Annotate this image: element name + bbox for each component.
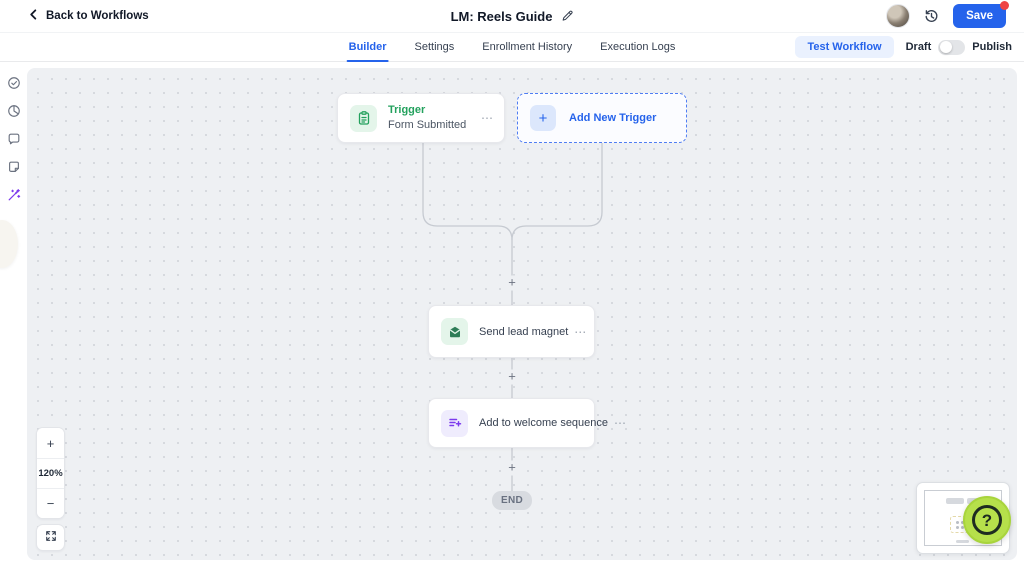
tab-enrollment-history[interactable]: Enrollment History [482, 41, 573, 53]
chevron-left-icon [28, 7, 39, 25]
expand-arrows-icon [45, 529, 57, 547]
send-lead-magnet-node[interactable]: Send lead magnet ⋯ [428, 305, 595, 358]
trigger-menu-ellipsis[interactable]: ⋯ [481, 111, 494, 125]
left-icon-rail [0, 62, 27, 568]
zoom-in-button[interactable]: + [37, 428, 64, 458]
add-step-plus-2[interactable]: + [504, 369, 520, 385]
back-label: Back to Workflows [46, 10, 149, 22]
test-workflow-button[interactable]: Test Workflow [795, 36, 894, 58]
zoom-out-button[interactable]: − [37, 488, 64, 518]
welcome-sequence-node[interactable]: Add to welcome sequence ⋯ [428, 398, 626, 448]
end-node: END [491, 491, 533, 510]
open-envelope-icon [441, 318, 468, 345]
user-avatar[interactable] [886, 4, 911, 28]
edit-title-pencil-icon[interactable] [561, 10, 573, 22]
trigger-subtitle: Form Submitted [388, 119, 467, 131]
add-step-plus-1[interactable]: + [504, 275, 520, 291]
welcome-sequence-label: Add to welcome sequence [479, 417, 609, 429]
tab-settings[interactable]: Settings [414, 41, 455, 53]
sticky-note-icon[interactable] [7, 160, 21, 174]
trigger-node[interactable]: Trigger Form Submitted ⋯ [337, 93, 505, 143]
tabs: Builder Settings Enrollment History Exec… [335, 33, 690, 62]
zoom-level: 120% [37, 458, 64, 488]
pie-chart-icon[interactable] [7, 104, 21, 118]
publish-label: Publish [972, 41, 1012, 53]
version-history-icon[interactable] [923, 8, 940, 25]
form-clipboard-icon [350, 104, 377, 132]
send-lead-magnet-label: Send lead magnet [479, 325, 569, 338]
list-plus-icon [441, 409, 468, 437]
panel-handle[interactable] [0, 220, 18, 268]
builder-main: Trigger Form Submitted ⋯ + Add New Trigg… [0, 62, 1024, 568]
back-to-workflows-button[interactable]: Back to Workflows [28, 7, 149, 25]
zoom-panel: + 120% − [36, 427, 65, 519]
app-header: Back to Workflows LM: Reels Guide Save [0, 0, 1024, 33]
minimap-node [956, 540, 969, 543]
tab-builder[interactable]: Builder [335, 33, 401, 62]
help-button[interactable]: ? [963, 496, 1011, 544]
question-mark-icon: ? [972, 505, 1002, 535]
check-circle-icon[interactable] [7, 76, 21, 90]
save-button[interactable]: Save [953, 1, 1009, 28]
add-new-trigger-label: Add New Trigger [569, 112, 657, 124]
workflow-tabbar: Builder Settings Enrollment History Exec… [0, 33, 1024, 62]
page-title: LM: Reels Guide [450, 8, 553, 24]
send-lead-magnet-menu-ellipsis[interactable]: ⋯ [574, 324, 588, 339]
minimap-node [946, 498, 964, 504]
trigger-title: Trigger [388, 104, 426, 117]
toggle-knob [939, 41, 952, 53]
plus-icon: + [530, 105, 556, 131]
unsaved-changes-dot [1000, 1, 1009, 10]
publish-toggle[interactable] [938, 39, 966, 55]
fit-view-button[interactable] [36, 524, 65, 551]
tab-execution-logs[interactable]: Execution Logs [600, 41, 676, 53]
draft-label: Draft [905, 41, 932, 53]
add-step-plus-3[interactable]: + [504, 460, 520, 476]
chat-bubble-icon[interactable] [7, 132, 21, 146]
workflow-canvas[interactable]: Trigger Form Submitted ⋯ + Add New Trigg… [27, 68, 1017, 560]
save-label: Save [966, 10, 993, 22]
magic-wand-icon[interactable] [7, 188, 21, 202]
welcome-sequence-menu-ellipsis[interactable]: ⋯ [614, 416, 628, 430]
add-new-trigger-button[interactable]: + Add New Trigger [517, 93, 687, 143]
